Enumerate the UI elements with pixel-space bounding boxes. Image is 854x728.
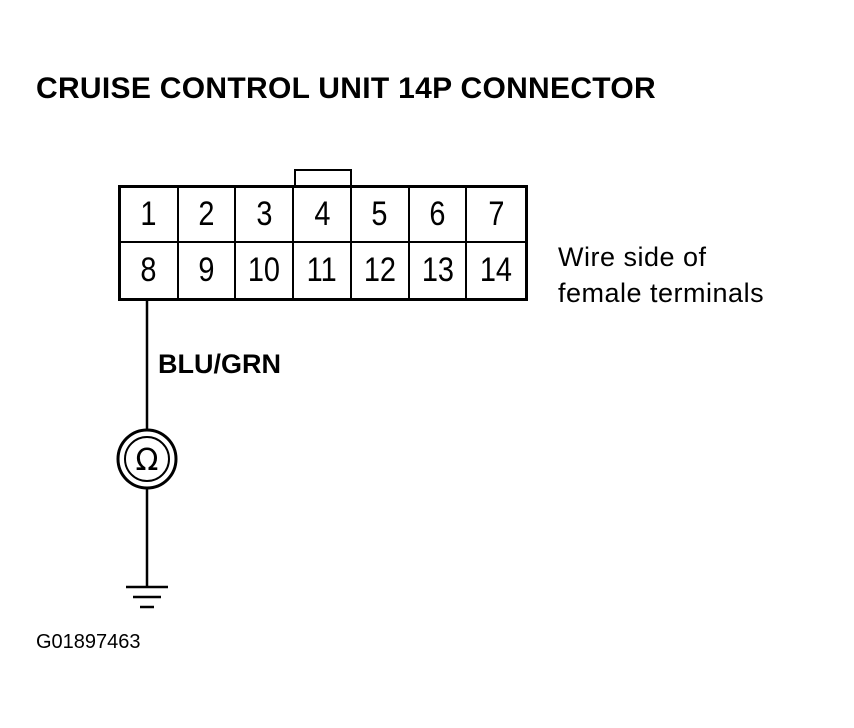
pin-8: 8 [121, 243, 179, 298]
wire-side-note-line2: female terminals [558, 278, 765, 308]
ground-symbol-icon [126, 585, 168, 609]
diagram-title: CRUISE CONTROL UNIT 14P CONNECTOR [36, 72, 656, 105]
pin-12: 12 [352, 243, 410, 298]
connector-lock-tab [294, 169, 352, 188]
pin-4: 4 [294, 188, 352, 243]
connector-14p: 1 2 3 4 5 6 7 8 9 10 11 12 13 14 [118, 185, 528, 301]
pin-3: 3 [236, 188, 295, 243]
pin-11: 11 [294, 243, 352, 298]
pin-6: 6 [409, 188, 468, 243]
pin-7: 7 [467, 188, 525, 243]
wire-side-note-line1: Wire side of [558, 242, 707, 272]
pin-5: 5 [351, 188, 410, 243]
wire-side-note: Wire side of female terminals [558, 239, 764, 311]
wire-color-label: BLU/GRN [158, 349, 281, 379]
ohm-symbol: Ω [136, 443, 159, 478]
pin-9: 9 [179, 243, 237, 298]
figure-id: G01897463 [36, 631, 141, 653]
ohmmeter-icon: Ω [116, 428, 178, 490]
pin-14: 14 [480, 251, 513, 289]
pin-10: 10 [236, 243, 295, 298]
pin-1: 1 [121, 188, 179, 243]
pin-2: 2 [178, 188, 237, 243]
pin-13: 13 [410, 243, 468, 298]
